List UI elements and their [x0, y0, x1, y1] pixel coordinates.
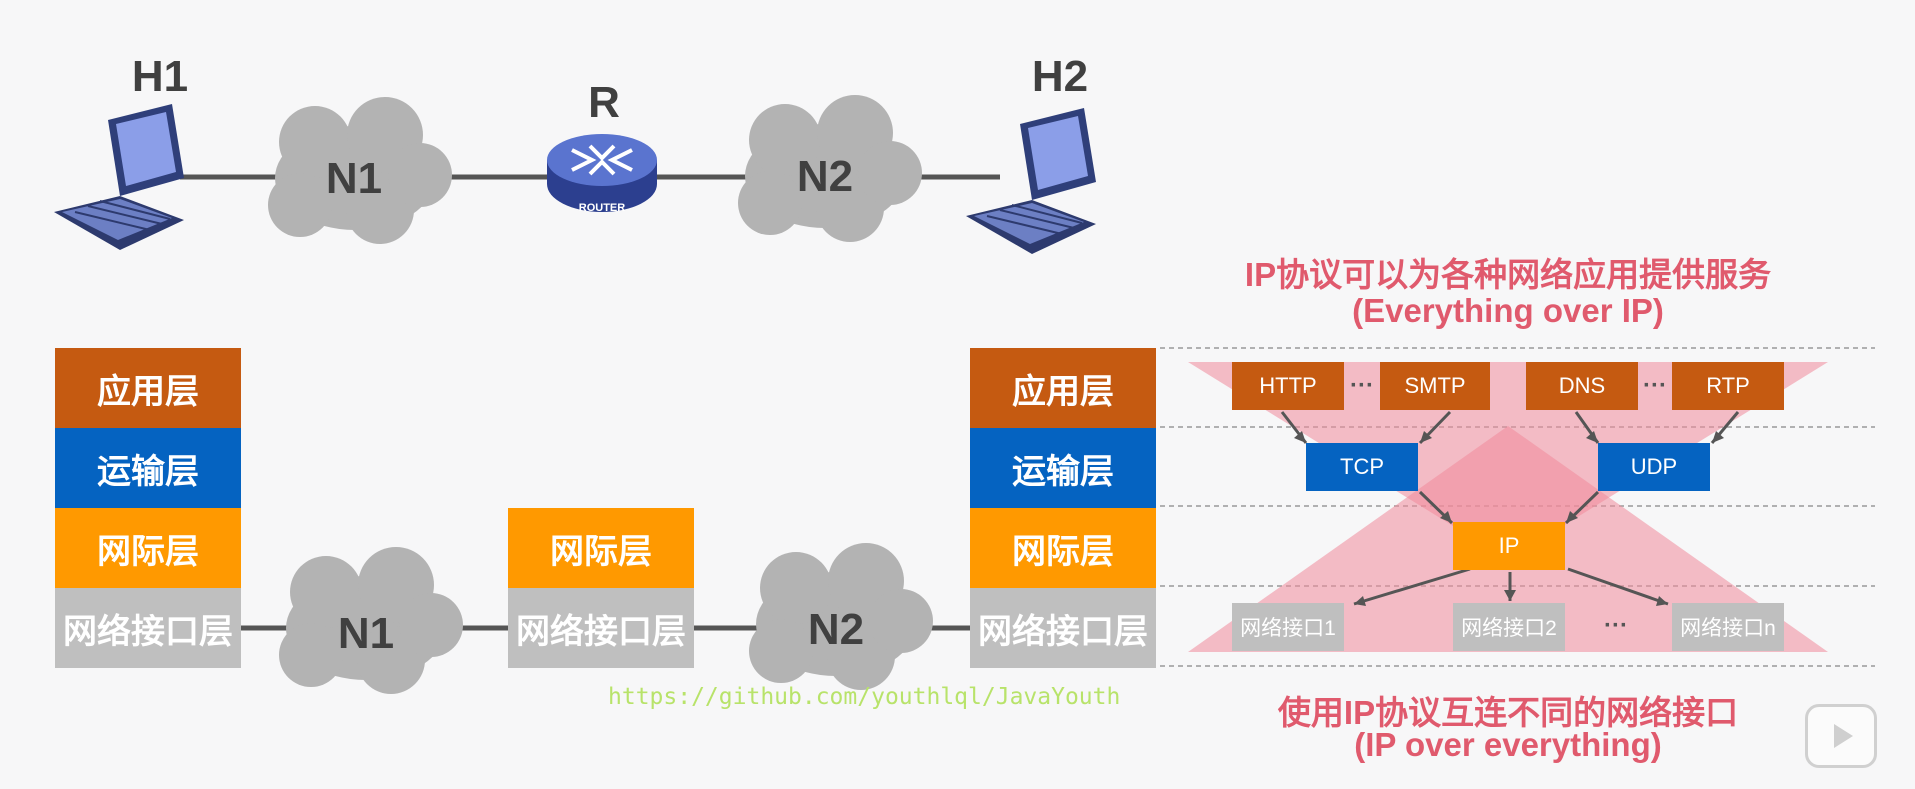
- laptop-h2-icon: [966, 108, 1096, 254]
- cloud-n2-bottom-label: N2: [808, 605, 864, 654]
- left-application-layer: 应用层: [55, 348, 241, 428]
- cloud-n2-top-label: N2: [797, 152, 853, 201]
- right-link-layer: 网络接口层: [970, 588, 1156, 668]
- protocol-ip: IP: [1453, 522, 1565, 570]
- host-h1-label: H1: [131, 52, 189, 101]
- protocol-udp: UDP: [1598, 443, 1710, 491]
- cloud-n1-bottom-label: N1: [338, 609, 394, 658]
- protocol-http: HTTP: [1232, 362, 1344, 410]
- app-ellipsis-1: ···: [1350, 372, 1374, 399]
- right-internet-layer: 网际层: [970, 508, 1156, 588]
- cloud-n1-bottom-icon: N1: [279, 547, 463, 694]
- hourglass-bottom-title: 使用IP协议互连不同的网络接口: [1277, 694, 1739, 731]
- interface-ellipsis: ···: [1604, 612, 1628, 639]
- watermark-url: https://github.com/youthlql/JavaYouth: [608, 684, 1121, 710]
- router-link-layer: 网络接口层: [508, 588, 694, 668]
- hourglass-top-title: IP协议可以为各种网络应用提供服务: [1244, 256, 1772, 293]
- right-application-layer: 应用层: [970, 348, 1156, 428]
- cloud-n2-bottom-icon: N2: [749, 543, 933, 690]
- left-internet-layer: 网际层: [55, 508, 241, 588]
- host-h2-label: H2: [1031, 52, 1089, 101]
- router-icon: ROUTER: [547, 134, 657, 214]
- interface-n: 网络接口n: [1672, 603, 1784, 651]
- interface-1: 网络接口1: [1232, 603, 1344, 651]
- right-transport-layer: 运输层: [970, 428, 1156, 508]
- cloud-n1-top-label: N1: [326, 154, 382, 203]
- protocol-dns: DNS: [1526, 362, 1638, 410]
- cloud-n1-top-icon: N1: [268, 97, 452, 244]
- interface-2: 网络接口2: [1453, 603, 1565, 651]
- protocol-tcp: TCP: [1306, 443, 1418, 491]
- left-link-layer: 网络接口层: [55, 588, 241, 668]
- cloud-n2-top-icon: N2: [738, 95, 922, 242]
- router-caption: ROUTER: [579, 202, 626, 214]
- router-internet-layer: 网际层: [508, 508, 694, 588]
- play-button[interactable]: [1805, 704, 1877, 768]
- hourglass-top-subtitle: (Everything over IP): [1352, 292, 1664, 329]
- protocol-smtp: SMTP: [1380, 362, 1490, 410]
- router-r-label: R: [588, 78, 620, 127]
- laptop-h1-icon: [54, 104, 184, 250]
- hourglass-bottom-subtitle: (IP over everything): [1354, 726, 1662, 763]
- left-transport-layer: 运输层: [55, 428, 241, 508]
- app-ellipsis-2: ···: [1643, 372, 1667, 399]
- layer-separators: [1160, 347, 1875, 667]
- protocol-rtp: RTP: [1672, 362, 1784, 410]
- play-icon: [1834, 724, 1853, 748]
- arrow-heads: [1294, 431, 1724, 606]
